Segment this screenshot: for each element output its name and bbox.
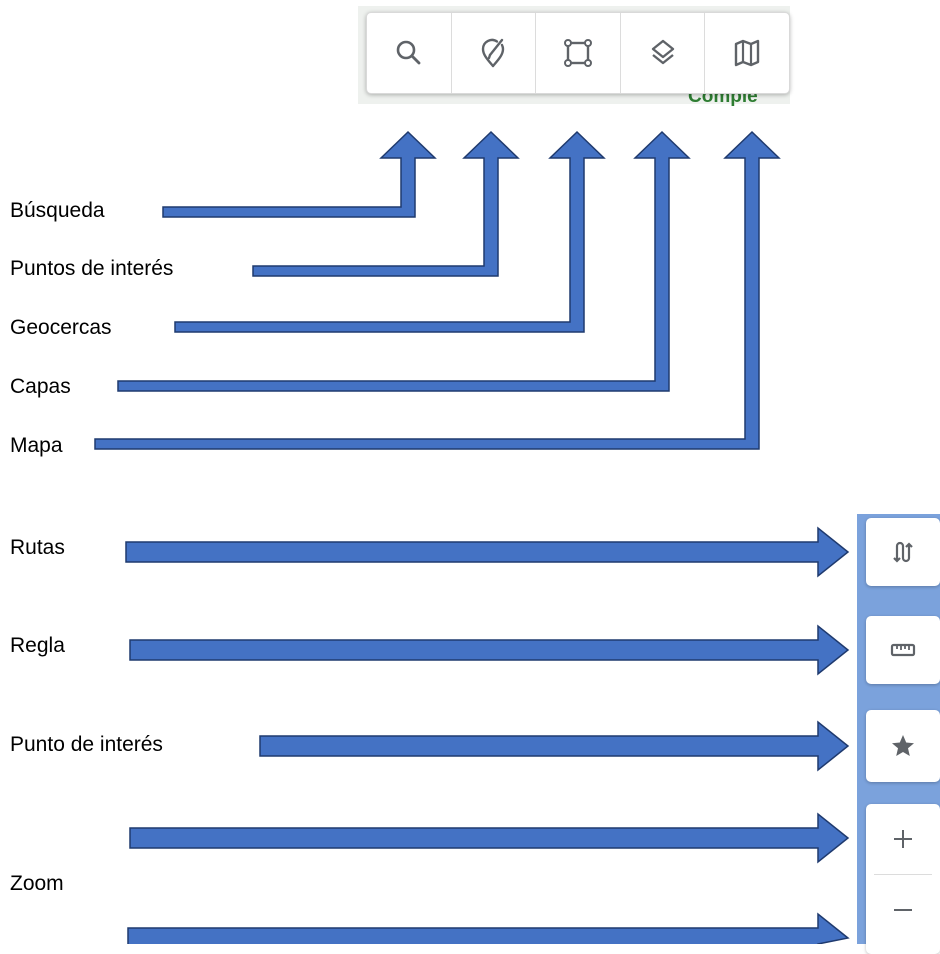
geofence-square-icon: [563, 39, 592, 67]
arrow-search: [162, 130, 437, 218]
search-icon: [396, 40, 421, 65]
arrow-ruler: [129, 624, 850, 676]
point-of-interest-pin-icon: [482, 38, 505, 68]
arrow-layers: [117, 130, 691, 392]
label-points-of-interest: Puntos de interés: [10, 257, 174, 280]
points-of-interest-button[interactable]: [452, 13, 537, 93]
label-layers: Capas: [10, 375, 71, 398]
point-of-interest-button[interactable]: [866, 710, 940, 782]
label-routes: Rutas: [10, 536, 65, 559]
zoom-out-button[interactable]: [866, 875, 940, 945]
geofences-button[interactable]: [536, 13, 621, 93]
ruler-icon: [890, 643, 916, 657]
layers-icon: [651, 39, 674, 65]
routes-button[interactable]: [866, 518, 940, 586]
zoom-in-plus-icon: [894, 830, 912, 848]
layers-button[interactable]: [621, 13, 706, 93]
label-geofences: Geocercas: [10, 316, 112, 339]
arrow-point-of-interest: [259, 720, 850, 772]
arrow-routes: [125, 526, 850, 578]
map-toolbar: [366, 12, 790, 94]
zoom-control: [866, 804, 940, 954]
ruler-button[interactable]: [866, 616, 940, 684]
arrow-zoom-out-visible: [127, 912, 850, 944]
map-icon: [734, 39, 760, 67]
label-search: Búsqueda: [10, 199, 105, 222]
label-ruler: Regla: [10, 634, 65, 657]
label-map: Mapa: [10, 434, 63, 457]
search-button[interactable]: [367, 13, 452, 93]
zoom-in-button[interactable]: [866, 804, 940, 874]
arrow-map: [94, 130, 781, 450]
routes-icon: [893, 541, 913, 563]
arrow-zoom-in: [129, 812, 850, 864]
label-point-of-interest: Punto de interés: [10, 733, 163, 756]
zoom-divider: [874, 874, 932, 875]
arrow-points-of-interest: [252, 130, 520, 277]
zoom-out-minus-icon: [894, 909, 912, 911]
label-zoom: Zoom: [10, 872, 64, 895]
arrow-geofences: [174, 130, 606, 333]
star-icon: [892, 735, 914, 756]
map-button[interactable]: [705, 13, 789, 93]
